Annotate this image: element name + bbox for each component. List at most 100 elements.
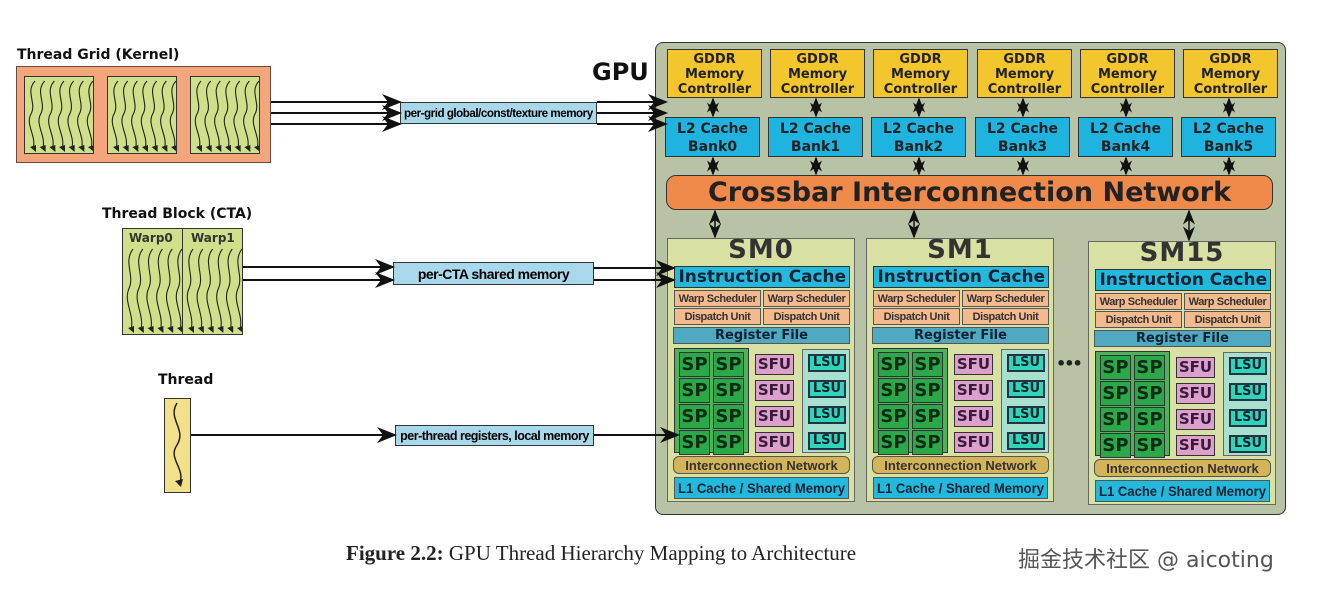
mc-text: Controller xyxy=(1090,82,1165,97)
thread-block xyxy=(190,76,260,154)
warp-scheduler-label: Warp Scheduler xyxy=(767,292,846,305)
register-file: Register File xyxy=(1094,330,1271,347)
mc-line: GDDR xyxy=(874,52,967,67)
mc-text: Memory xyxy=(684,67,745,82)
sp-core: SP xyxy=(679,352,710,377)
instruction-cache: Instruction Cache xyxy=(674,266,850,288)
sm-title: SM1 xyxy=(927,235,993,265)
lsu-unit: LSU xyxy=(1229,409,1267,427)
sfu-unit: SFU xyxy=(1176,357,1215,378)
warp-scheduler: Warp Scheduler xyxy=(674,290,761,307)
mc-line: GDDR xyxy=(771,52,864,67)
dispatch-unit-label: Dispatch Unit xyxy=(883,310,950,323)
sfu-unit: SFU xyxy=(755,406,794,427)
register-file: Register File xyxy=(673,327,850,344)
register-file-label: Register File xyxy=(1136,331,1229,346)
mc-text: GDDR xyxy=(1209,52,1252,67)
sm-interconnection-network: Interconnection Network xyxy=(673,456,850,474)
lsu-unit: LSU xyxy=(808,406,846,424)
lsu-unit: LSU xyxy=(1007,432,1045,450)
mc-text: Memory xyxy=(1200,67,1261,82)
caption-label: Figure 2.2: xyxy=(346,541,444,565)
sfu-unit: SFU xyxy=(1176,435,1215,456)
sfu-unit: SFU xyxy=(755,354,794,375)
mc-text: Memory xyxy=(787,67,848,82)
dispatch-unit-label: Dispatch Unit xyxy=(1105,313,1172,326)
caption-text: GPU Thread Hierarchy Mapping to Architec… xyxy=(448,541,857,565)
warp-scheduler: Warp Scheduler xyxy=(1184,293,1271,310)
sp-core: SP xyxy=(1134,355,1165,380)
l2-line: L2 Cache xyxy=(1192,121,1265,137)
dispatch-unit-label: Dispatch Unit xyxy=(773,310,840,323)
mc-line: Memory xyxy=(978,67,1071,82)
sfu-unit: SFU xyxy=(954,432,993,453)
mc-text: Controller xyxy=(987,82,1062,97)
figure-caption: Figure 2.2: GPU Thread Hierarchy Mapping… xyxy=(346,541,856,566)
thread-label: Thread xyxy=(158,372,214,388)
mc-line: GDDR xyxy=(668,52,761,67)
sm-title: SM15 xyxy=(1139,238,1225,268)
mc-line: Memory xyxy=(874,67,967,82)
sp-core: SP xyxy=(912,378,943,403)
thread-block xyxy=(24,76,94,154)
sp-core: SP xyxy=(713,404,744,429)
sm-interconnection-network-label: Interconnection Network xyxy=(1106,460,1259,476)
thread-waves xyxy=(28,80,93,152)
l1-cache-shared-memory-label: L1 Cache / Shared Memory xyxy=(678,480,845,496)
warp-label: Warp1 xyxy=(191,231,235,245)
warp-label: Warp0 xyxy=(129,231,173,245)
mc-line: GDDR xyxy=(1081,52,1174,67)
thread-waves xyxy=(126,248,182,333)
sp-core: SP xyxy=(1100,433,1131,458)
mc-text: GDDR xyxy=(693,52,736,67)
warp-scheduler-label: Warp Scheduler xyxy=(678,292,757,305)
thread-waves xyxy=(111,80,176,152)
lsu-unit: LSU xyxy=(1229,357,1267,375)
lsu-unit: LSU xyxy=(1007,380,1045,398)
l1-cache-shared-memory: L1 Cache / Shared Memory xyxy=(1095,480,1270,502)
mc-line: Memory xyxy=(1081,67,1174,82)
sp-core: SP xyxy=(713,430,744,455)
mc-line: Controller xyxy=(771,82,864,97)
mc-text: GDDR xyxy=(899,52,942,67)
dispatch-unit: Dispatch Unit xyxy=(1095,311,1182,328)
warp-scheduler-label: Warp Scheduler xyxy=(1099,295,1178,308)
mc-text: Memory xyxy=(890,67,951,82)
mc-line: Memory xyxy=(1184,67,1277,82)
sfu-unit: SFU xyxy=(954,380,993,401)
crossbar-label: Crossbar Interconnection Network xyxy=(707,177,1232,208)
mc-text: GDDR xyxy=(796,52,839,67)
thread xyxy=(164,398,191,493)
register-file: Register File xyxy=(872,327,1049,344)
l2-line: L2 Cache xyxy=(986,121,1059,137)
sm-interconnection-network: Interconnection Network xyxy=(1094,459,1271,477)
instruction-cache-label: Instruction Cache xyxy=(877,267,1045,287)
register-file-label: Register File xyxy=(914,328,1007,343)
ellipsis: ••• xyxy=(1056,354,1083,373)
thread-waves xyxy=(186,248,242,333)
warp-scheduler: Warp Scheduler xyxy=(1095,293,1182,310)
lsu-unit: LSU xyxy=(808,380,846,398)
sfu-unit: SFU xyxy=(1176,383,1215,404)
grid-memory-box: per-grid global/const/texture memory xyxy=(400,102,597,124)
l2-line: Bank4 xyxy=(1100,139,1151,155)
warp-scheduler-label: Warp Scheduler xyxy=(966,292,1045,305)
sp-core: SP xyxy=(878,352,909,377)
warp-scheduler: Warp Scheduler xyxy=(962,290,1049,307)
l1-cache-shared-memory-label: L1 Cache / Shared Memory xyxy=(1099,483,1266,499)
thread-waves xyxy=(194,80,259,152)
sp-core: SP xyxy=(1100,355,1131,380)
mc-line: Controller xyxy=(874,82,967,97)
lsu-unit: LSU xyxy=(1007,406,1045,424)
instruction-cache-label: Instruction Cache xyxy=(678,267,846,287)
sm-title: SM0 xyxy=(728,235,794,265)
dispatch-unit-label: Dispatch Unit xyxy=(684,310,751,323)
